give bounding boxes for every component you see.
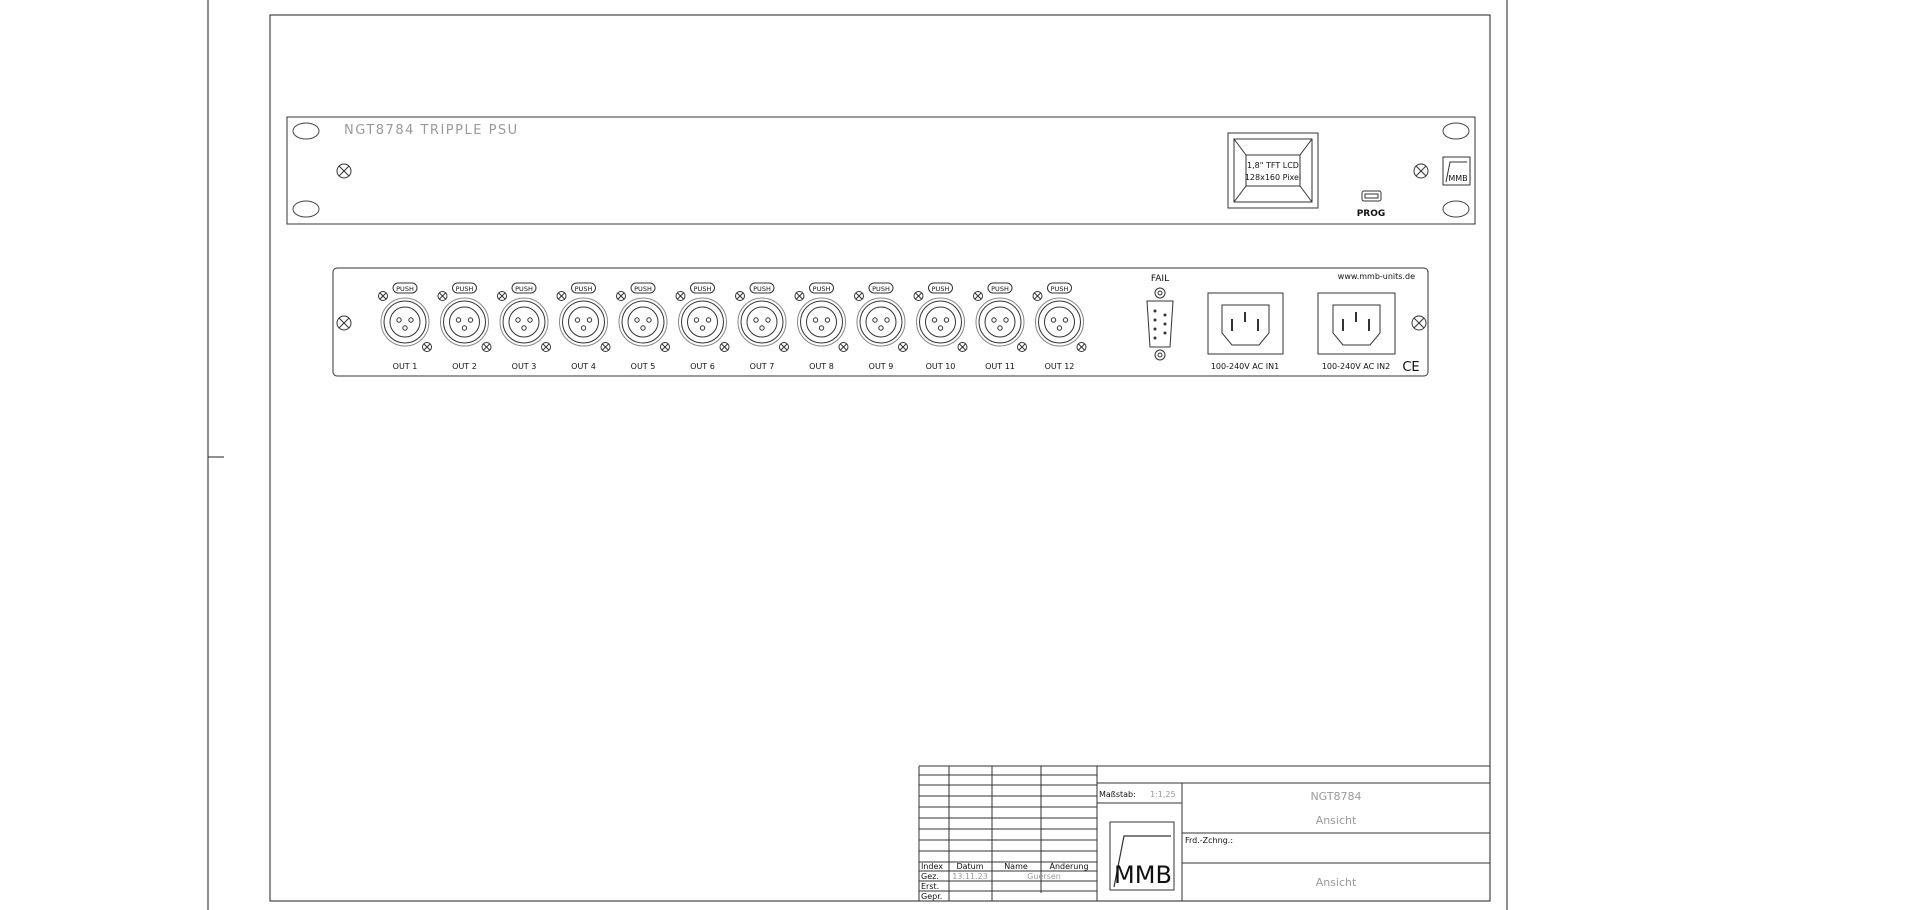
- row-label-erst: Erst.: [921, 882, 939, 891]
- output-label: OUT 3: [512, 362, 537, 371]
- rear-panel: www.mmb-units.de PUSH OUT 1 PUSH OUT 2 PUSH O…: [332, 267, 1429, 377]
- frd-label: Frd.-Zchng.:: [1185, 836, 1233, 845]
- xlr-output-1: PUSH OUT 1: [378, 282, 432, 371]
- col-header-aenderung: Änderung: [1049, 861, 1088, 871]
- svg-text:MMB: MMB: [1114, 861, 1172, 889]
- output-label: OUT 9: [869, 362, 894, 371]
- row-label-gez: Gez.: [921, 872, 939, 881]
- xlr-output-4: PUSH OUT 4: [556, 282, 611, 371]
- ce-mark: CE: [1402, 360, 1419, 375]
- view-title: Ansicht: [1316, 814, 1357, 827]
- col-header-name: Name: [1004, 862, 1028, 871]
- output-label: OUT 12: [1045, 362, 1075, 371]
- gez-datum: 13.11.23: [952, 872, 988, 881]
- front-panel-title: NGT8784 TRIPPLE PSU: [344, 123, 519, 138]
- xlr-output-2: PUSH OUT 2: [437, 282, 492, 371]
- lcd-label-line1: 1,8" TFT LCD: [1247, 161, 1299, 170]
- row-label-gepr: Gepr.: [921, 892, 942, 901]
- rear-url: www.mmb-units.de: [1338, 272, 1415, 281]
- push-label: PUSH: [991, 285, 1009, 293]
- push-latch: PUSH: [571, 282, 596, 294]
- xlr-output-3: PUSH OUT 3: [497, 282, 551, 371]
- col-header-index: Index: [921, 862, 943, 871]
- drawing-frame: [269, 14, 1491, 902]
- xlr-output-5: PUSH OUT 5: [616, 282, 670, 371]
- view-title-2: Ansicht: [1316, 876, 1357, 889]
- rear-panel-outline: [332, 267, 1429, 377]
- xlr-output-8: PUSH OUT 8: [794, 282, 849, 371]
- ac-in2-label: 100-240V AC IN2: [1322, 362, 1390, 371]
- lcd-display: 1,8" TFT LCD 128x160 Pixel: [1227, 132, 1319, 209]
- gez-name: Guersen: [1027, 872, 1061, 881]
- push-latch: PUSH: [928, 282, 953, 294]
- front-panel-outline: [286, 116, 1476, 225]
- push-label: PUSH: [872, 285, 890, 293]
- prog-usb-port: [1361, 190, 1382, 202]
- output-label: OUT 11: [985, 362, 1015, 371]
- push-label: PUSH: [1051, 285, 1069, 293]
- scale-value: 1:1,25: [1150, 790, 1176, 799]
- title-block-text: Index Datum Name Änderung Gez. Erst. Gep…: [921, 790, 1362, 901]
- scale-label: Maßstab:: [1099, 790, 1136, 799]
- push-latch: PUSH: [452, 282, 477, 294]
- push-label: PUSH: [694, 285, 712, 293]
- xlr-output-9: PUSH OUT 9: [854, 282, 908, 371]
- xlr-output-11: PUSH OUT 11: [973, 282, 1027, 371]
- rack-slot-top-left: [292, 122, 320, 140]
- output-label: OUT 7: [750, 362, 775, 371]
- rack-slot-bottom-right: [1442, 200, 1470, 218]
- ac-inlet-2: [1317, 292, 1396, 355]
- push-label: PUSH: [515, 285, 533, 293]
- push-label: PUSH: [813, 285, 831, 293]
- output-label: OUT 2: [452, 362, 477, 371]
- push-latch: PUSH: [392, 282, 418, 294]
- push-label: PUSH: [456, 285, 474, 293]
- ac-inlet-1: [1207, 292, 1284, 355]
- push-latch: PUSH: [630, 282, 656, 294]
- push-label: PUSH: [396, 285, 414, 293]
- fail-dsub-connector: FAIL: [1146, 274, 1174, 361]
- col-header-datum: Datum: [956, 862, 983, 871]
- lcd-label-line2: 128x160 Pixel: [1245, 173, 1301, 182]
- output-label: OUT 4: [571, 362, 596, 371]
- xlr-output-7: PUSH OUT 7: [735, 282, 789, 371]
- fail-label: FAIL: [1151, 274, 1169, 284]
- rack-slot-top-right: [1442, 122, 1470, 140]
- output-label: OUT 8: [809, 362, 834, 371]
- push-latch: PUSH: [809, 282, 834, 294]
- push-latch: PUSH: [868, 282, 894, 294]
- screw-front-right: [1413, 163, 1429, 179]
- svg-text:MMB: MMB: [1448, 174, 1467, 183]
- push-latch: PUSH: [511, 282, 537, 294]
- push-latch: PUSH: [690, 282, 715, 294]
- screw-rear-right: [1411, 315, 1427, 331]
- push-label: PUSH: [753, 285, 771, 293]
- screw-rear-left: [336, 315, 352, 331]
- push-latch: PUSH: [987, 282, 1013, 294]
- push-latch: PUSH: [749, 282, 775, 294]
- output-label: OUT 5: [631, 362, 656, 371]
- drawing-number: NGT8784: [1310, 790, 1361, 803]
- push-latch: PUSH: [1047, 282, 1072, 294]
- prog-label: PROG: [1357, 209, 1386, 219]
- xlr-output-10: PUSH OUT 10: [913, 282, 968, 371]
- ac-in1-label: 100-240V AC IN1: [1211, 362, 1279, 371]
- front-mmb-logo: MMB: [1442, 156, 1471, 186]
- front-panel: NGT8784 TRIPPLE PSU 1,8" TFT LCD 128x160…: [286, 116, 1476, 225]
- rack-slot-bottom-left: [292, 200, 320, 218]
- output-label: OUT 6: [690, 362, 715, 371]
- output-label: OUT 1: [393, 362, 418, 371]
- screw-front-left: [336, 163, 352, 179]
- xlr-output-6: PUSH OUT 6: [675, 282, 730, 371]
- title-block-mmb-logo: MMB: [1109, 821, 1175, 891]
- title-block: [918, 765, 1490, 901]
- push-label: PUSH: [634, 285, 652, 293]
- output-label: OUT 10: [926, 362, 956, 371]
- push-label: PUSH: [932, 285, 950, 293]
- xlr-output-12: PUSH OUT 12: [1032, 282, 1087, 371]
- push-label: PUSH: [575, 285, 593, 293]
